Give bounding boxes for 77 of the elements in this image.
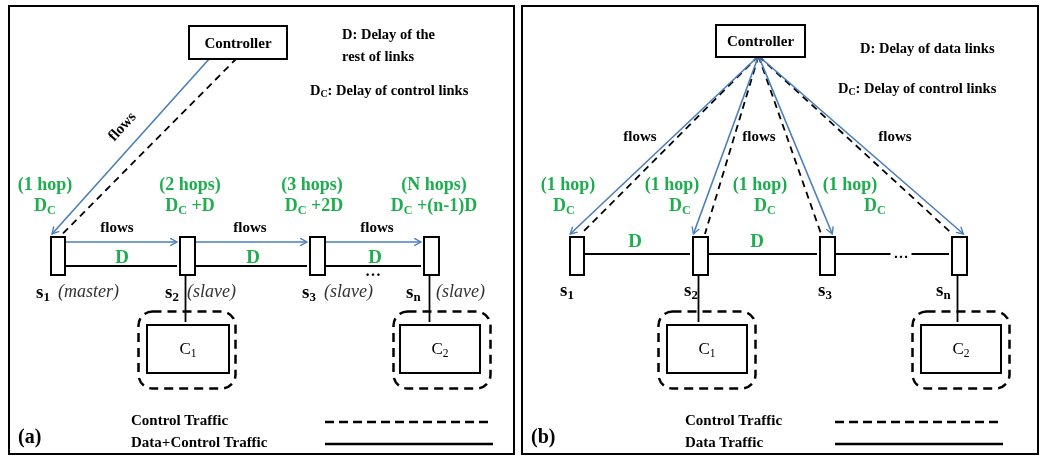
controller-label: Controller: [726, 32, 795, 50]
legend-label: Control Traffic: [131, 412, 229, 429]
switch-box: [179, 236, 196, 276]
link-line: [63, 265, 178, 267]
controller-box: [188, 25, 288, 60]
switch-box: [423, 236, 440, 276]
cluster-box: [146, 324, 230, 374]
switch-label: s$_{3}$: [302, 282, 316, 303]
delay-annotation: D$_{C}$ +D: [165, 196, 215, 216]
switch-label: s$_{1}$: [560, 280, 574, 301]
switch-box: [951, 236, 968, 276]
edge-label: flows: [742, 128, 776, 145]
panel-frame: [521, 5, 1039, 455]
legend-label: Control Traffic: [685, 412, 783, 429]
delay-annotation: D$_{C}$: [669, 196, 691, 216]
definition-note: D$_{C}$: Delay of control links: [838, 79, 997, 100]
switch-label: s$_{3}$: [818, 280, 832, 301]
link-line: [582, 253, 691, 255]
cluster-label: C$_{1}$: [698, 339, 716, 359]
switch-box: [819, 236, 836, 276]
panel-label: (b): [531, 425, 556, 447]
delay-annotation: (1 hop): [17, 175, 73, 195]
panel-frame: [8, 5, 515, 455]
cluster-box: [399, 324, 481, 374]
switch-box: [569, 236, 585, 276]
edge-label: flows: [100, 219, 134, 236]
controller-label: Controller: [204, 34, 272, 51]
switch-box: [50, 236, 66, 276]
legend-label: Data Traffic: [685, 434, 764, 451]
delay-annotation: (1 hop): [540, 175, 596, 195]
edge-label: D: [246, 247, 260, 268]
dashed-group-box: [137, 310, 237, 390]
controller-box: [715, 24, 806, 58]
role-label: (slave): [436, 282, 485, 302]
delay-annotation: D$_{C}$ +2D: [284, 196, 344, 216]
cluster-label: C$_{1}$: [179, 339, 197, 359]
definition-note: D: Delay of data links: [860, 39, 995, 58]
definition-note: D$_{C}$: Delay of control links: [310, 81, 469, 102]
delay-annotation: D$_{C}$: [34, 196, 56, 216]
switch-label: s$_{2}$: [165, 282, 179, 303]
switch-label: s$_{1}$: [36, 282, 50, 303]
delay-annotation: D$_{C}$: [864, 196, 886, 216]
edge-label: flows: [623, 128, 657, 145]
dashed-group-box: [392, 310, 492, 390]
definition-note: D: Delay of the rest of links: [342, 25, 437, 66]
delay-annotation: (1 hop): [822, 175, 878, 195]
edge-label: flows: [233, 219, 267, 236]
delay-annotation: D$_{C}$: [553, 196, 575, 216]
edge-label: D: [115, 247, 129, 268]
delay-annotation: (3 hops): [281, 175, 343, 195]
cluster-label: C$_{2}$: [431, 339, 449, 359]
dashed-group-box: [657, 310, 757, 390]
edge-label: flows: [360, 219, 394, 236]
role-label: (slave): [324, 282, 373, 302]
panel-label: (a): [18, 425, 42, 447]
switch-label: s$_{n}$: [936, 280, 951, 301]
cluster-box: [920, 324, 1002, 374]
role-label: (slave): [187, 282, 236, 302]
delay-annotation: D$_{C}$ +(n-1)D: [390, 196, 478, 216]
delay-annotation: (2 hops): [159, 175, 221, 195]
switch-box: [692, 236, 709, 276]
cluster-label: C$_{2}$: [952, 339, 970, 359]
edge-label: flows: [878, 128, 912, 145]
edge-label: D: [750, 231, 764, 252]
delay-annotation: (1 hop): [732, 175, 788, 195]
edge-label: D: [628, 231, 642, 252]
switch-label: s$_{n}$: [406, 282, 421, 303]
role-label: (master): [58, 282, 119, 302]
switch-label: s$_{2}$: [684, 280, 698, 301]
delay-annotation: D$_{C}$: [754, 196, 776, 216]
flow-arrow: [63, 237, 178, 247]
switch-box: [309, 236, 326, 276]
cluster-box: [666, 324, 748, 374]
delay-annotation: (N hops): [401, 175, 467, 195]
legend-label: Data+Control Traffic: [131, 434, 268, 451]
delay-annotation: (1 hop): [644, 175, 700, 195]
dashed-group-box: [911, 310, 1011, 390]
